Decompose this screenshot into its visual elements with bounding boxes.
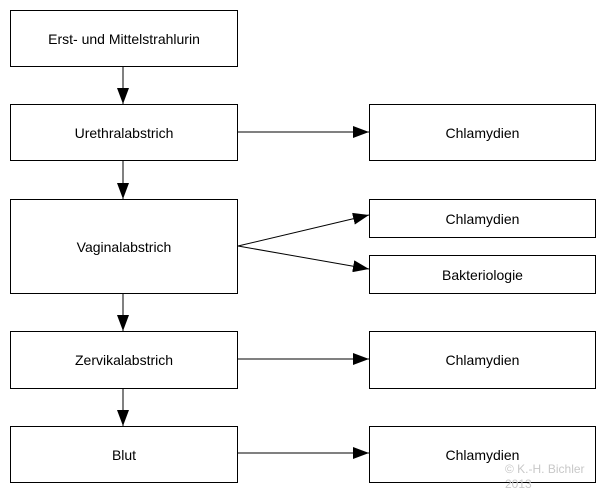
node-urethral-swab-label: Urethralabstrich	[74, 124, 174, 141]
node-chlamydia-3: Chlamydien	[369, 331, 596, 389]
node-chlamydia-2: Chlamydien	[369, 199, 596, 238]
arrow-vaginal-to-bacteriology	[237, 245, 370, 273]
node-chlamydia-3-label: Chlamydien	[445, 352, 520, 368]
node-bacteriology: Bakteriologie	[369, 255, 596, 294]
node-chlamydia-1-label: Chlamydien	[445, 124, 520, 141]
node-chlamydia-4: Chlamydien	[369, 426, 596, 483]
node-chlamydia-4-label: Chlamydien	[445, 446, 520, 463]
node-vaginal-swab: Vaginalabstrich	[10, 199, 238, 294]
node-cervical-swab-label: Zervikalabstrich	[74, 352, 174, 368]
node-chlamydia-2-label: Chlamydien	[445, 210, 520, 227]
node-blood: Blut	[10, 426, 238, 483]
node-bacteriology-label: Bakteriologie	[442, 266, 523, 283]
node-cervical-swab: Zervikalabstrich	[10, 331, 238, 389]
node-vaginal-swab-label: Vaginalabstrich	[76, 238, 172, 255]
arrow-vaginal-to-chlamydia	[237, 212, 370, 247]
node-blood-label: Blut	[111, 446, 137, 463]
node-urine: Erst- und Mittelstrahlurin	[10, 10, 238, 67]
node-urine-label: Erst- und Mittelstrahlurin	[48, 30, 200, 47]
node-urethral-swab: Urethralabstrich	[10, 104, 238, 161]
node-chlamydia-1: Chlamydien	[369, 104, 596, 161]
copyright-watermark: © K.-H. Bichler 2013	[505, 462, 585, 491]
